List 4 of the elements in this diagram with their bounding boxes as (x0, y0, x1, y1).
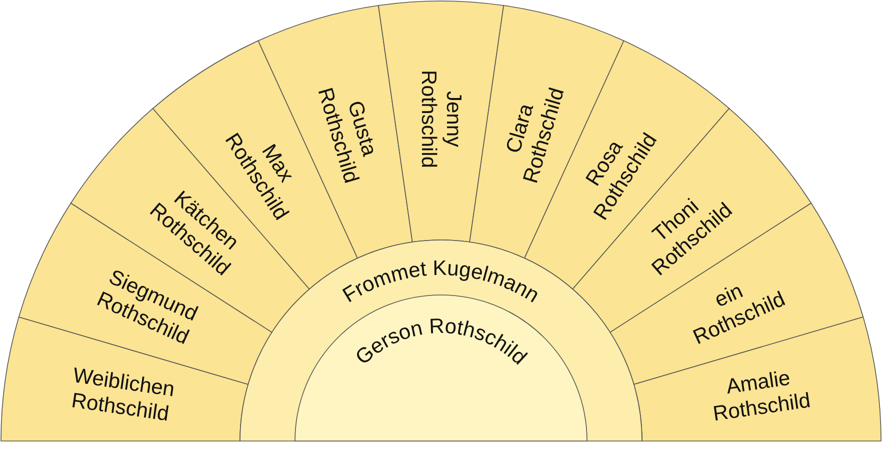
person-name: Weiblichen Rothschild (69, 363, 178, 428)
person-name: Jenny Rothschild (416, 68, 466, 170)
person-name: Amalie Rothschild (710, 366, 813, 428)
fan-segment (378, 0, 504, 242)
